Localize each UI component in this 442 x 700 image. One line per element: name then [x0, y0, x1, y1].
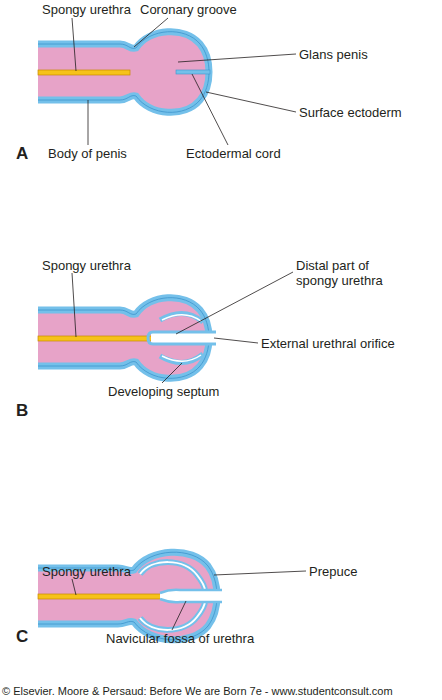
leader-line — [176, 272, 293, 334]
septum-cleft — [162, 315, 201, 321]
part-label: Developing septum — [108, 384, 219, 399]
leader-line — [134, 18, 168, 47]
leader-line — [72, 579, 76, 595]
panel-letter: B — [16, 401, 28, 420]
part-label: Prepuce — [309, 564, 357, 579]
panel-letter: A — [16, 144, 28, 163]
part-label: Body of penis — [48, 146, 127, 161]
ectodermal-cord — [176, 70, 210, 74]
glans-surface — [140, 562, 205, 591]
panel-b-drawing — [38, 298, 217, 379]
fossa-lining — [160, 599, 222, 602]
part-label: Glans penis — [299, 47, 368, 62]
part-label: Coronary groove — [140, 2, 237, 17]
preputial-cleft — [140, 601, 205, 630]
leader-lines — [72, 18, 306, 630]
leader-line — [214, 571, 306, 575]
leader-line — [178, 54, 296, 62]
urethra — [38, 70, 130, 75]
panel-c-drawing — [38, 552, 224, 640]
urethra — [38, 336, 152, 341]
developing-septum — [160, 313, 203, 322]
part-label: Navicular fossa of urethra — [106, 631, 254, 646]
part-label: Spongy urethra — [42, 258, 131, 273]
channel-lining — [148, 332, 216, 344]
part-label: Spongy urethra — [42, 564, 131, 579]
developing-septum — [160, 354, 203, 363]
copyright-note: © Elsevier. Moore & Persaud: Before We a… — [2, 685, 393, 698]
panel-a-drawing — [38, 32, 210, 113]
part-label: Distal part of spongy urethra — [296, 258, 400, 288]
leader-line — [88, 100, 89, 145]
penis-body — [38, 32, 209, 113]
outline — [38, 32, 209, 113]
urethral-channel — [151, 333, 217, 343]
leader-line — [206, 92, 296, 112]
glans-surface — [140, 601, 205, 630]
part-label: Surface ectoderm — [299, 105, 402, 120]
fossa-lining — [160, 590, 222, 593]
preputial-cleft — [140, 562, 205, 591]
leader-line — [214, 338, 258, 343]
leader-line — [162, 363, 182, 383]
panel-letter: C — [16, 627, 28, 646]
part-label: Ectodermal cord — [186, 146, 281, 161]
part-label: Spongy urethra — [42, 2, 131, 17]
urethra — [38, 594, 162, 599]
navicular-fossa — [160, 590, 224, 602]
leader-line — [72, 273, 76, 337]
leader-line — [192, 74, 228, 145]
leader-line — [72, 18, 76, 71]
surface-ectoderm — [38, 32, 209, 113]
leader-line — [172, 601, 186, 630]
part-label: External urethral orifice — [261, 336, 395, 351]
septum-cleft — [162, 355, 201, 361]
